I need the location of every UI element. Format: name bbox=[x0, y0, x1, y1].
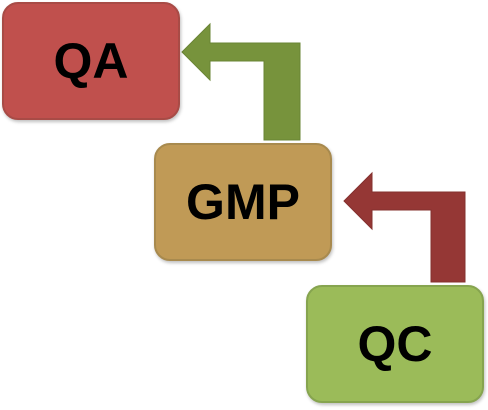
arrow-gmp-to-qa bbox=[181, 22, 301, 141]
arrow-qc-to-gmp bbox=[343, 171, 466, 283]
qa-box: QA bbox=[2, 2, 180, 120]
qc-label: QC bbox=[357, 316, 433, 372]
qa-label: QA bbox=[53, 33, 129, 89]
qc-box: QC bbox=[306, 285, 484, 403]
gmp-box: GMP bbox=[154, 143, 332, 261]
gmp-label: GMP bbox=[186, 174, 300, 230]
